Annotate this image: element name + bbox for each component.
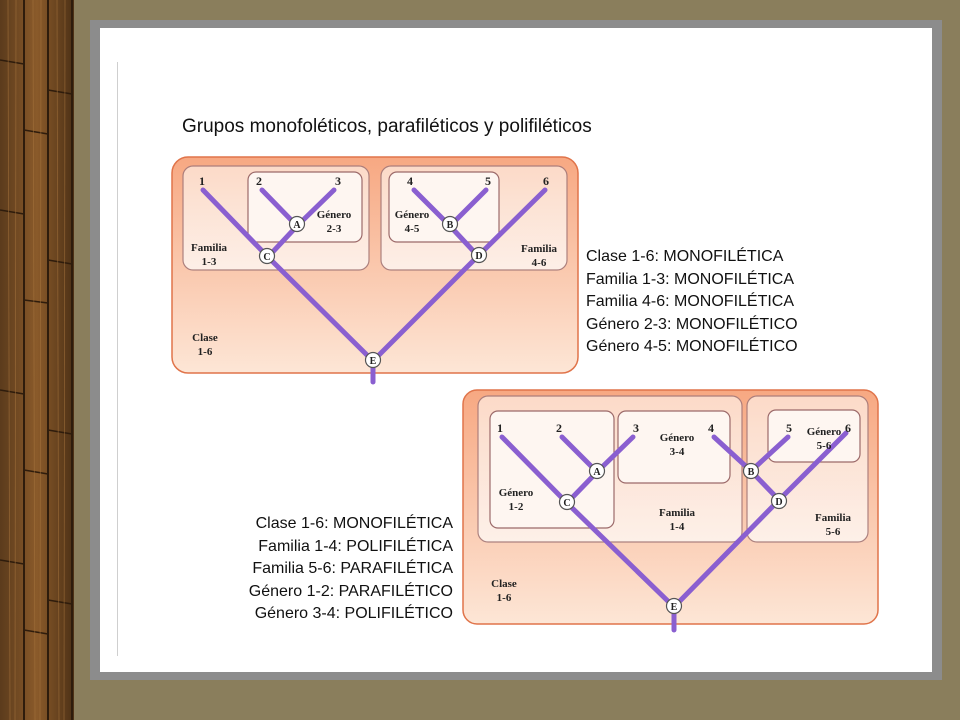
- node-label: E: [671, 602, 678, 613]
- group-label: 2-3: [327, 223, 342, 235]
- branch-b-5: [748, 434, 791, 474]
- group-label: 1-2: [509, 501, 524, 513]
- group-label: Género: [317, 209, 352, 221]
- node-d: D: [470, 246, 488, 264]
- statement: Familia 5-6: PARAFILÉTICA: [252, 560, 453, 577]
- group-label: 1-3: [202, 256, 217, 268]
- tip-label: 6: [543, 174, 549, 188]
- group-label: Clase: [491, 578, 517, 590]
- branch-e-c: [265, 254, 376, 364]
- statement: Clase 1-6: MONOFILÉTICA: [255, 515, 453, 532]
- group-label: 4-5: [405, 223, 420, 235]
- statement: Familia 4-6: MONOFILÉTICA: [586, 293, 795, 310]
- tip-label: 3: [633, 421, 639, 435]
- tip-label: 1: [497, 421, 503, 435]
- node-label: A: [593, 467, 601, 478]
- statements-list-2: Clase 1-6: MONOFILÉTICA Familia 1-4: POL…: [178, 513, 453, 626]
- node-label: B: [748, 467, 755, 478]
- node-e: E: [665, 597, 683, 615]
- group-label: Familia: [659, 507, 696, 519]
- node-a: A: [588, 462, 606, 480]
- node-d: D: [770, 492, 788, 510]
- branch-e-d: [370, 253, 481, 364]
- tip-label: 3: [335, 174, 341, 188]
- branch-b-4: [711, 434, 754, 474]
- group-label: 1-6: [198, 346, 213, 358]
- group-label: Familia: [521, 243, 558, 255]
- branch-e-c: [564, 500, 677, 610]
- node-label: C: [263, 252, 270, 263]
- group-label: 1-6: [497, 592, 512, 604]
- branch-c-1: [200, 187, 271, 260]
- group-label: Género: [395, 209, 430, 221]
- statement: Familia 1-3: MONOFILÉTICA: [586, 270, 795, 288]
- group-label: 1-4: [670, 521, 685, 533]
- tip-label: 4: [708, 421, 714, 435]
- statement: Género 4-5: MONOFILÉTICO: [586, 338, 798, 355]
- node-label: E: [370, 356, 377, 367]
- node-label: B: [447, 220, 454, 231]
- tip-label: 1: [199, 174, 205, 188]
- tip-label: 2: [256, 174, 262, 188]
- node-label: C: [563, 498, 570, 509]
- cladogram-1: 1 2 3 4 5 6 Género 2-3 Género 4-5 Famili…: [171, 156, 579, 385]
- node-e: E: [364, 351, 382, 369]
- statements-list-1: Clase 1-6: MONOFILÉTICA Familia 1-3: MON…: [586, 246, 798, 359]
- statement: Género 2-3: MONOFILÉTICO: [586, 315, 798, 333]
- node-label: A: [293, 220, 301, 231]
- tip-label: 2: [556, 421, 562, 435]
- branch-d-6: [776, 430, 849, 503]
- wood-sidebar: [0, 0, 74, 720]
- node-b: B: [441, 215, 459, 233]
- genero-3-4-box: [617, 410, 731, 484]
- tip-label: 4: [407, 174, 413, 188]
- group-label: Género: [807, 426, 842, 438]
- group-label: Familia: [191, 242, 228, 254]
- branch-d-6: [475, 187, 548, 259]
- node-label: D: [475, 251, 482, 262]
- group-label: 3-4: [670, 446, 685, 458]
- genero-2-3-box: [247, 171, 363, 243]
- node-b: B: [742, 462, 760, 480]
- group-label: Familia: [815, 512, 852, 524]
- group-label: Género: [660, 432, 695, 444]
- node-c: C: [258, 247, 276, 265]
- group-label: Clase: [192, 332, 218, 344]
- node-label: D: [775, 497, 782, 508]
- node-c: C: [558, 493, 576, 511]
- node-a: A: [288, 215, 306, 233]
- statement: Clase 1-6: MONOFILÉTICA: [586, 248, 784, 265]
- tip-label: 5: [786, 421, 792, 435]
- page-title: Grupos monofoléticos, parafiléticos y po…: [182, 116, 592, 137]
- statement: Familia 1-4: POLIFILÉTICA: [258, 537, 453, 555]
- left-rule: [117, 62, 118, 656]
- branch-e-d: [671, 497, 782, 610]
- group-label: 4-6: [532, 257, 547, 269]
- group-label: Género: [499, 487, 534, 499]
- group-label: 5-6: [817, 440, 832, 452]
- branch-c-1: [499, 434, 570, 506]
- cladogram-2: 1 2 3 4 5 6 Género 3-4 Género 5-6 Género…: [462, 389, 879, 633]
- statement: Género 1-2: PARAFILÉTICO: [248, 582, 453, 600]
- group-label: 5-6: [826, 526, 841, 538]
- tip-label: 5: [485, 174, 491, 188]
- genero-1-2-box: [489, 410, 615, 529]
- tip-label: 6: [845, 421, 851, 435]
- statement: Género 3-4: POLIFILÉTICO: [254, 605, 453, 622]
